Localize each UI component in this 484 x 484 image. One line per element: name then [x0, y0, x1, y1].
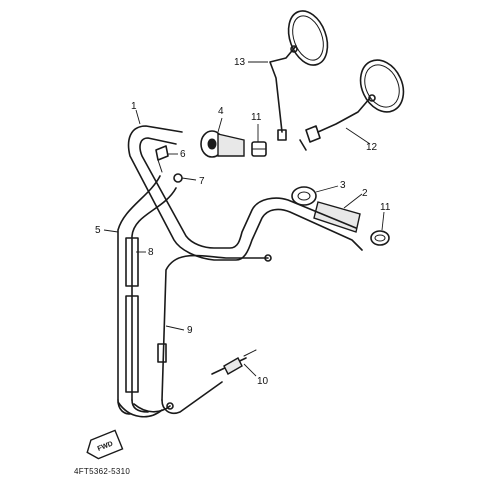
- callout-6: 6: [180, 149, 186, 160]
- callout-8: 8: [148, 247, 154, 258]
- leader-7: [181, 177, 197, 181]
- callout-10: 10: [257, 376, 269, 387]
- leader-12: [345, 127, 371, 145]
- leader-10: [243, 363, 257, 377]
- nut-11-upper: [251, 141, 267, 157]
- fwd-arrow-icon: FWD: [86, 429, 124, 460]
- leader-1: [135, 109, 141, 125]
- mirror-12: [299, 59, 405, 151]
- callout-12: 12: [366, 142, 378, 153]
- leader-3: [315, 185, 339, 193]
- cable-8: [125, 187, 177, 413]
- callout-11-lower: 11: [380, 202, 391, 213]
- callout-5: 5: [95, 225, 101, 236]
- leader-9: [165, 325, 185, 331]
- callout-11-upper: 11: [251, 112, 262, 123]
- cable-9: [157, 254, 272, 415]
- callout-7: 7: [199, 176, 205, 187]
- mirror-13: [269, 10, 329, 141]
- collar-3: [291, 186, 317, 206]
- cable-end-fittings: [117, 401, 174, 418]
- screw-6: [155, 145, 169, 173]
- handlebar-1: [127, 125, 363, 261]
- nut-11-lower: [370, 230, 390, 246]
- leader-2: [343, 193, 363, 209]
- grip-4: [200, 130, 245, 158]
- callout-9: 9: [187, 325, 193, 336]
- callout-2: 2: [362, 188, 368, 199]
- screw-7: [173, 173, 183, 183]
- diagram-code: 4FT5362-5310: [74, 467, 130, 476]
- callout-4: 4: [218, 106, 224, 117]
- cable-5: [117, 175, 161, 415]
- callout-1: 1: [131, 101, 137, 112]
- leader-11-lower: [381, 211, 385, 231]
- leader-5: [103, 229, 119, 233]
- leader-4: [217, 117, 223, 133]
- adjuster-10: [211, 349, 257, 375]
- callout-13: 13: [234, 57, 246, 68]
- callout-3: 3: [340, 180, 346, 191]
